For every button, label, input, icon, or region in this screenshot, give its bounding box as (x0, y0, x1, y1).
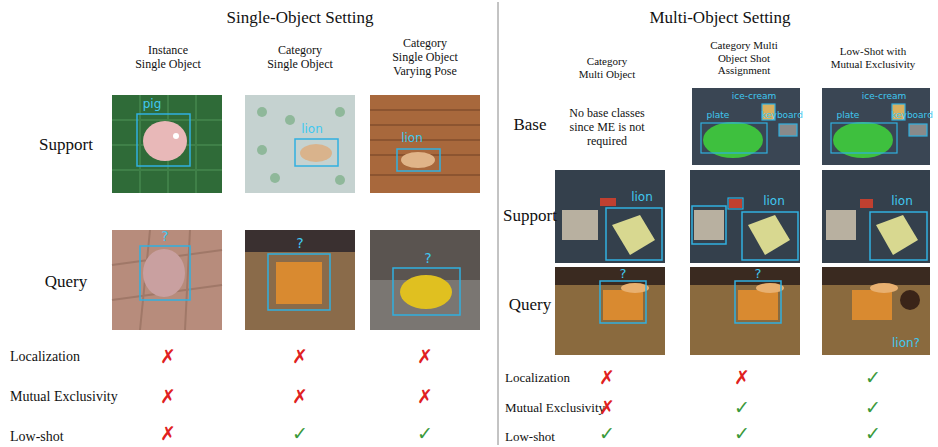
check-mark: ✓ (417, 423, 433, 445)
check-mark: ✓ (292, 423, 308, 445)
photo-panel (112, 230, 222, 330)
box-label: keyboard (761, 110, 803, 120)
photo-panel (690, 170, 800, 263)
column-header: Category Multi Object (574, 55, 640, 80)
photo-panel (822, 267, 930, 355)
box-label: pig (143, 98, 162, 112)
column-header: Low-Shot with Mutual Exclusivity (823, 45, 923, 70)
box-label: lion (401, 132, 423, 146)
cross-mark: ✗ (417, 346, 433, 368)
section-title: Multi-Object Setting (649, 8, 790, 28)
photo-panel (112, 95, 222, 193)
box-label: plate (837, 110, 860, 120)
note-text: No base classes since ME is not required (557, 107, 657, 148)
photo-panel (555, 267, 665, 355)
section-divider (498, 2, 499, 445)
cross-mark: ✗ (599, 367, 615, 389)
row-label: Mutual Exclusivity (10, 389, 118, 405)
box-label: ? (424, 250, 431, 266)
photo-panel (822, 170, 930, 263)
cross-mark: ✗ (734, 367, 750, 389)
check-mark: ✓ (865, 397, 881, 419)
cross-mark: ✗ (417, 386, 433, 408)
row-label: Localization (505, 371, 570, 386)
photo-panel (692, 88, 800, 165)
check-mark: ✓ (865, 367, 881, 389)
cross-mark: ✗ (160, 346, 176, 368)
check-mark: ✓ (734, 423, 750, 445)
box-label: ? (161, 228, 168, 244)
box-label: lion (301, 123, 323, 137)
check-mark: ✓ (734, 397, 750, 419)
photo-panel (555, 170, 665, 263)
row-label: Low-shot (10, 429, 64, 445)
cross-mark: ✗ (292, 346, 308, 368)
photo-panel (370, 95, 480, 193)
column-header: Category Single Object (264, 44, 336, 72)
box-label: ? (296, 235, 303, 251)
column-header: Instance Single Object (132, 44, 204, 72)
column-header: Category Multi Object Shot Assignment (702, 39, 786, 77)
cross-mark: ✗ (599, 397, 615, 419)
row-label: Mutual Exclusivity (505, 401, 605, 416)
row-label: Low-shot (505, 430, 555, 445)
box-label: ice-cream (732, 91, 777, 101)
row-label: Support (503, 206, 557, 226)
box-label: lion (891, 195, 913, 209)
photo-panel (245, 230, 355, 330)
box-label: lion? (892, 337, 920, 351)
row-label: Localization (10, 349, 80, 365)
check-mark: ✓ (599, 423, 615, 445)
photo-panel (822, 88, 930, 165)
check-mark: ✓ (865, 423, 881, 445)
box-label: keyboard (891, 110, 933, 120)
box-label: lion (631, 191, 653, 205)
box-label: lion (763, 195, 785, 209)
cross-mark: ✗ (160, 423, 176, 445)
photo-panel (690, 267, 800, 355)
box-label: ice-cream (862, 91, 907, 101)
section-title: Single-Object Setting (227, 8, 374, 28)
column-header: Category Single Object Varying Pose (388, 37, 463, 78)
photo-panel (370, 230, 480, 330)
row-label: Base (513, 115, 546, 135)
box-label: ? (620, 267, 627, 282)
box-label: ? (755, 267, 762, 282)
row-label: Query (45, 272, 87, 292)
box-label: plate (707, 110, 730, 120)
row-label: Query (509, 295, 551, 315)
row-label: Support (39, 135, 93, 155)
cross-mark: ✗ (292, 386, 308, 408)
photo-panel (245, 95, 355, 193)
cross-mark: ✗ (160, 386, 176, 408)
